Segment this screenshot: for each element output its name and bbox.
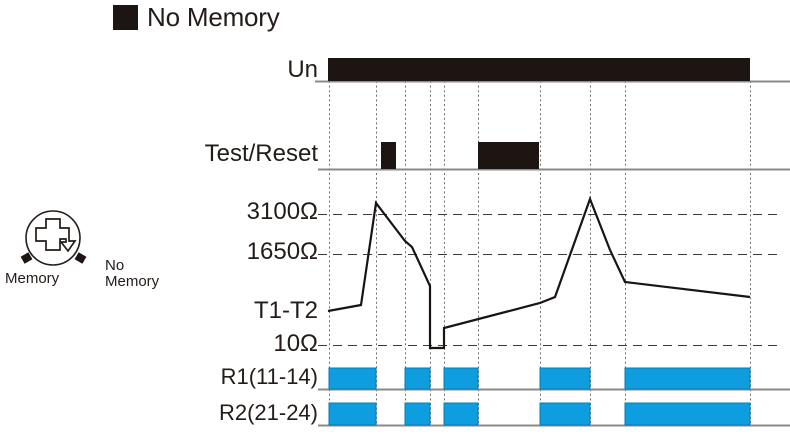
pulse-bar xyxy=(328,58,750,81)
pulse-bar xyxy=(443,402,479,426)
row-label-un: Un xyxy=(287,56,318,83)
knob-label-no-memory: No Memory xyxy=(105,258,159,290)
row-label-r2: R2(21-24) xyxy=(218,400,318,425)
axis-tick-3100: 3100Ω xyxy=(246,198,318,225)
pulse-bar xyxy=(624,367,751,390)
signal-row-r1-11-14- xyxy=(328,367,751,390)
legend-label: No Memory xyxy=(147,2,280,32)
signal-row-r2-21-24- xyxy=(328,402,751,426)
filled-square-icon xyxy=(113,4,138,30)
rotary-switch-icon xyxy=(20,210,87,266)
legend: No Memory xyxy=(113,4,280,30)
pulse-bar xyxy=(539,367,591,390)
signal-row-un xyxy=(328,58,750,81)
pulse-bar xyxy=(328,402,377,426)
signal-row-test-reset xyxy=(381,142,539,169)
row-label-column: Un Test/Reset 3100Ω 1650Ω T1-T2 10Ω R1(1… xyxy=(0,0,318,443)
knob-label-memory: Memory xyxy=(5,270,60,287)
pulse-bar xyxy=(539,402,591,426)
axis-tick-t1-t2: T1-T2 xyxy=(253,297,318,324)
pulse-bar xyxy=(328,367,377,390)
pulse-bar xyxy=(381,142,396,169)
pulse-bar xyxy=(404,402,431,426)
resistance-curve xyxy=(327,195,751,350)
row-label-test-reset: Test/Reset xyxy=(204,140,318,167)
pulse-bar xyxy=(624,402,751,426)
rotary-switch-illustration: Memory No Memory xyxy=(5,208,170,300)
knob-label-no-memory-line1: No xyxy=(105,257,125,274)
pulse-bar xyxy=(443,367,479,390)
axis-tick-1650: 1650Ω xyxy=(246,238,318,265)
knob-label-no-memory-line2: Memory xyxy=(105,272,160,290)
pulse-bar xyxy=(404,367,431,390)
axis-tick-10: 10Ω xyxy=(273,330,318,357)
pulse-bar xyxy=(478,142,539,169)
row-label-r1: R1(11-14) xyxy=(220,364,318,389)
